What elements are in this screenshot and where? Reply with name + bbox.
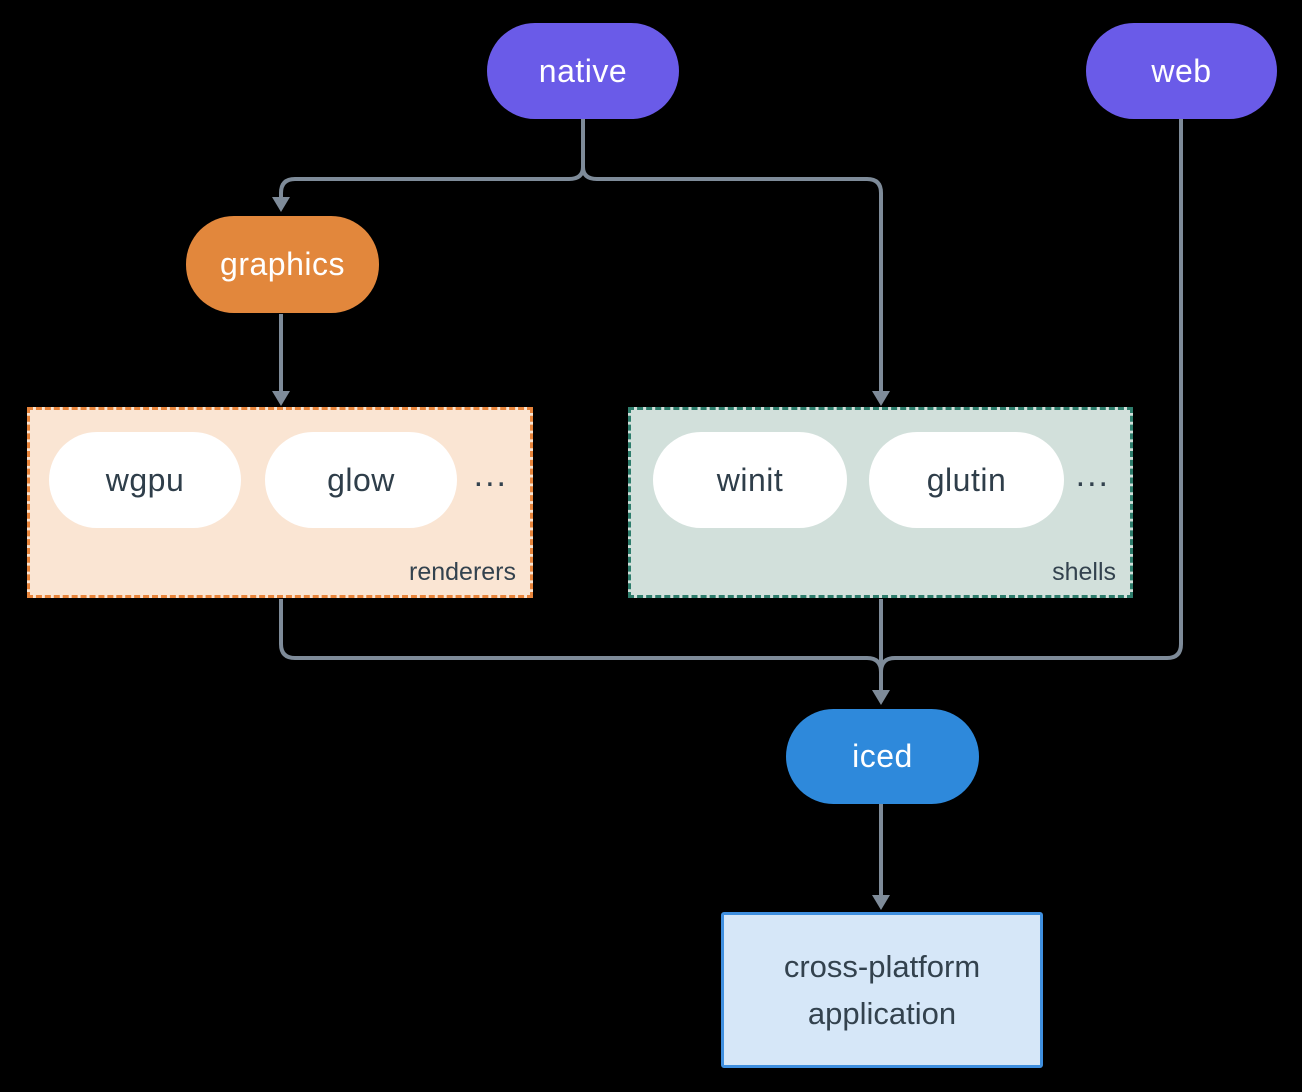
shells-ellipsis: ... <box>1075 456 1110 494</box>
arrowhead-into-renderers <box>272 391 290 406</box>
pill-glow-label: glow <box>327 461 395 498</box>
group-renderers: wgpu glow ... renderers <box>27 407 533 598</box>
node-iced: iced <box>786 709 979 804</box>
node-graphics: graphics <box>186 216 379 313</box>
node-iced-label: iced <box>852 738 913 774</box>
pill-glutin-label: glutin <box>926 461 1007 498</box>
group-renderers-label: renderers <box>409 558 516 586</box>
group-shells: winit glutin ... shells <box>628 407 1133 598</box>
pill-winit-label: winit <box>716 461 784 498</box>
node-application-label-line2: application <box>807 996 957 1031</box>
arrowhead-into-graphics <box>272 197 290 212</box>
arrowhead-into-application <box>872 895 890 910</box>
pill-glutin: glutin <box>869 432 1064 528</box>
node-web-label: web <box>1151 52 1212 89</box>
pill-glow: glow <box>265 432 457 528</box>
node-web: web <box>1086 23 1277 119</box>
node-application: cross-platform application <box>721 912 1043 1068</box>
edge-web-iced <box>879 119 1183 690</box>
arrowhead-into-shells <box>872 391 890 406</box>
renderers-ellipsis: ... <box>473 456 508 494</box>
arrowhead-into-iced <box>872 690 890 705</box>
node-native: native <box>487 23 679 119</box>
pill-wgpu: wgpu <box>49 432 241 528</box>
group-shells-label: shells <box>1052 558 1116 586</box>
pill-wgpu-label: wgpu <box>105 461 185 498</box>
node-graphics-label: graphics <box>220 246 345 282</box>
edge-native-shells <box>581 166 883 391</box>
node-native-label: native <box>538 52 628 89</box>
edge-native-graphics <box>279 166 585 197</box>
edge-renderers-iced <box>279 599 883 690</box>
node-application-label-line1: cross-platform <box>783 949 981 984</box>
pill-winit: winit <box>653 432 847 528</box>
